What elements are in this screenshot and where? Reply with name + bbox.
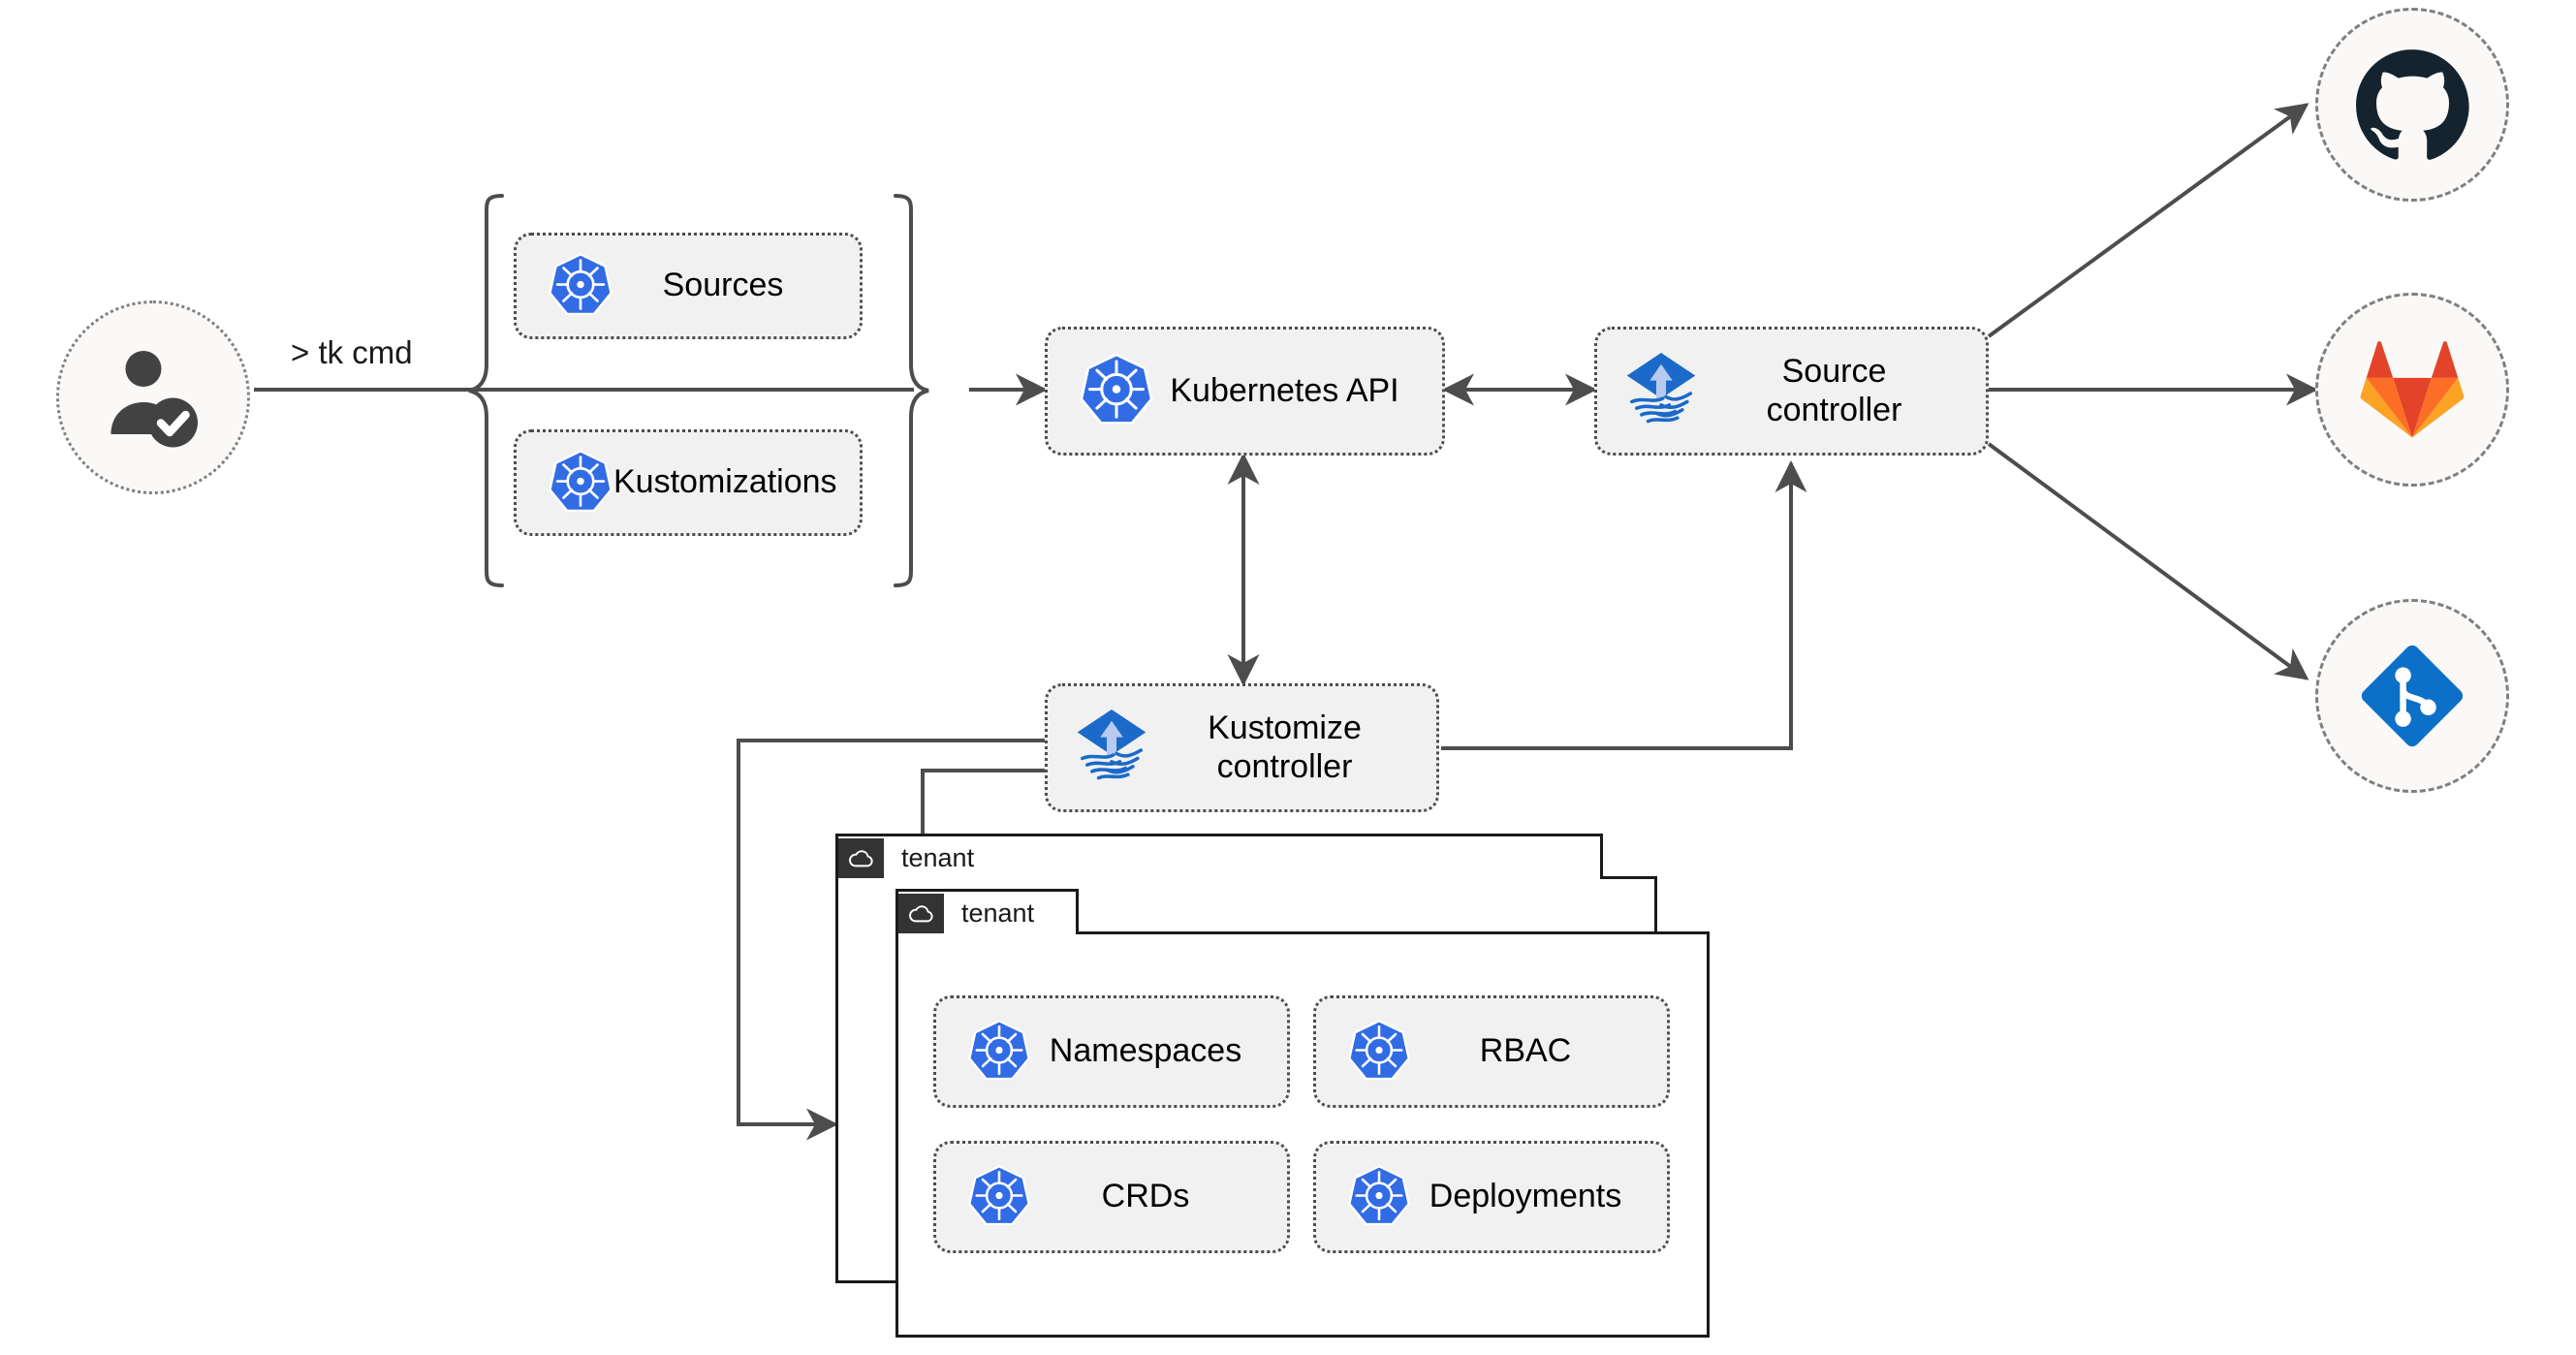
cloud-icon [898,893,944,933]
tenant-resource-label: CRDs [1101,1178,1190,1215]
github-icon [2356,49,2469,160]
kubernetes-icon [1347,1018,1411,1087]
kubernetes-icon [967,1163,1031,1232]
crd-group-brace-left [468,194,504,587]
gitlab-icon [2360,341,2465,438]
user-verified-icon [110,351,198,448]
crd-box-label: Kustomizations [613,463,837,501]
tenant-resource-label: Deployments [1429,1178,1622,1215]
git-repository-icon [2361,645,2464,747]
kubernetes-icon [1347,1163,1411,1232]
tenant-tab[interactable]: tenant [835,834,1603,879]
crd-box-sources[interactable]: Sources [514,233,863,339]
wire-source-to-git [1987,442,2309,680]
kubernetes-api-box[interactable]: Kubernetes API [1045,327,1445,456]
crd-group-brace-right [894,194,929,587]
source-controller-box[interactable]: Source controller [1594,327,1989,456]
tenant-card-front[interactable]: tenant Namespaces [895,889,1710,1338]
kubernetes-icon [967,1018,1031,1087]
kubernetes-api-label: Kubernetes API [1170,371,1399,409]
tenant-resource-label: Namespaces [1049,1032,1242,1070]
tenant-name: tenant [901,842,975,872]
cloud-icon [838,837,884,878]
tenant-tab[interactable]: tenant [895,889,1079,934]
command-label: > tk cmd [291,334,413,370]
provider-git[interactable] [2315,599,2509,793]
tenant-resource-namespaces[interactable]: Namespaces [933,995,1290,1108]
wire-source-to-github [1987,103,2309,338]
provider-gitlab[interactable] [2315,293,2509,487]
kustomize-controller-box[interactable]: Kustomize controller [1045,683,1439,812]
tenant-resource-rbac[interactable]: RBAC [1313,995,1670,1108]
kubernetes-icon [548,251,613,322]
tenant-name: tenant [961,898,1035,928]
kubernetes-icon [1079,351,1154,431]
kubernetes-icon [548,448,613,519]
crd-box-kustomizations[interactable]: Kustomizations [514,429,863,536]
provider-github[interactable] [2315,8,2509,202]
flux-icon [1071,705,1152,791]
crd-box-label: Sources [662,267,784,304]
wire-kustomize-to-source [1441,460,1807,750]
kustomize-controller-label: Kustomize controller [1208,709,1362,785]
tenant-resource-deployments[interactable]: Deployments [1313,1141,1670,1253]
tenant-resource-crds[interactable]: CRDs [933,1141,1290,1253]
flux-icon [1620,348,1702,434]
source-controller-label: Source controller [1766,353,1902,428]
actor-user [56,300,250,494]
tenant-resource-label: RBAC [1479,1032,1572,1070]
